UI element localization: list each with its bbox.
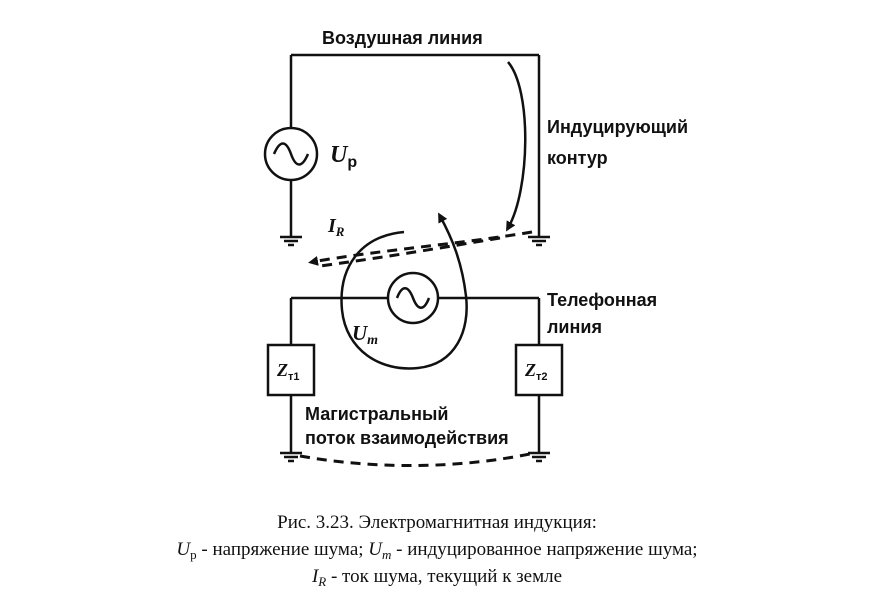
inducing-loop-label-1: Индуцирующий (547, 117, 688, 137)
overhead-line-circuit (289, 53, 541, 236)
zt2-label: Zт2 (524, 360, 548, 383)
phone-line-label-2: линия (547, 317, 602, 337)
magnetic-flux-loop (340, 212, 468, 370)
ground-icon-lower-left (280, 451, 302, 463)
noise-source-up-icon (263, 126, 319, 182)
ir-label: IR (327, 215, 345, 239)
induced-source-um-icon (386, 271, 440, 325)
caption-line-3: IR - ток шума, текущий к земле (311, 566, 562, 589)
ground-icon-lower-right (528, 451, 550, 463)
phone-line-label-1: Телефонная (547, 290, 657, 310)
caption-line-1: Рис. 3.23. Электромагнитная индукция: (277, 512, 597, 533)
inducing-loop-label-2: контур (547, 148, 608, 168)
inducing-loop-arrow (505, 61, 527, 232)
zt1-label: Zт1 (276, 360, 300, 383)
caption-line-2: Uр - напряжение шума; Um - индуцированно… (176, 539, 697, 562)
up-label: Uр (330, 142, 357, 171)
overhead-line-label: Воздушная линия (322, 28, 483, 48)
trunk-flux-label-2: поток взаимодействия (305, 428, 509, 448)
telephone-line-circuit (289, 296, 541, 452)
um-label: Um (352, 321, 378, 348)
ground-icon-upper-left (280, 235, 302, 247)
impedance-zt2-box (514, 343, 564, 397)
trunk-flux-label-1: Магистральный (305, 404, 448, 424)
ground-icon-upper-right (528, 235, 550, 247)
trunk-flux-dashed-path (299, 452, 531, 468)
noise-current-dashed-path (308, 230, 533, 266)
impedance-zt1-box (266, 343, 316, 397)
noise-current-dashed-path-2 (319, 236, 501, 268)
